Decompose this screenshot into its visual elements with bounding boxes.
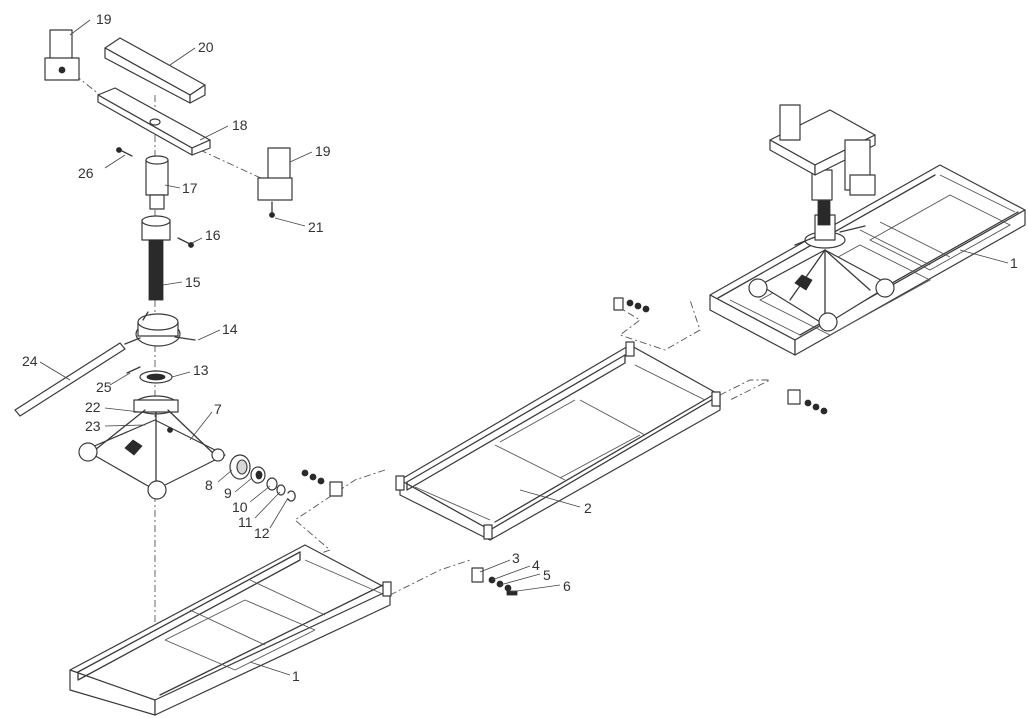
hardware-mid-left-connection (301, 469, 343, 497)
bushing-9 (250, 466, 266, 484)
leader-lines (39, 19, 1009, 676)
label-part-14: 14 (222, 321, 238, 337)
label-part-2: 2 (584, 500, 592, 516)
label-part-22: 22 (85, 399, 101, 415)
hardware-right-connection (787, 389, 828, 415)
washer-10 (266, 477, 278, 491)
label-part-3: 3 (512, 550, 520, 566)
label-part-8: 8 (205, 477, 213, 493)
label-part-17: 17 (182, 180, 198, 196)
label-part-10: 10 (232, 499, 248, 515)
post-17 (145, 155, 169, 210)
bar-20 (104, 37, 206, 104)
label-part-24: 24 (22, 353, 38, 369)
label-part-19-right: 19 (315, 143, 331, 159)
label-part-6: 6 (563, 578, 571, 594)
handle-bar-24 (14, 342, 126, 417)
part-labels: 19 20 18 19 26 17 21 16 15 14 24 25 13 2… (22, 11, 1018, 684)
tripod-base-7 (78, 395, 226, 500)
label-part-1-bottom: 1 (292, 668, 300, 684)
label-part-20: 20 (198, 39, 214, 55)
threaded-screw-15 (141, 215, 171, 301)
pin-16 (177, 237, 194, 248)
bracket-19-right (257, 147, 293, 201)
label-part-13: 13 (193, 362, 209, 378)
pin-25 (126, 366, 141, 374)
label-part-26: 26 (78, 165, 94, 181)
label-part-23: 23 (85, 418, 101, 434)
bracket-19-left (44, 29, 80, 81)
clip-12 (287, 490, 296, 502)
frame-rail-bottom-left (69, 544, 392, 716)
label-part-11: 11 (238, 514, 253, 530)
label-part-21: 21 (308, 219, 324, 235)
label-part-5: 5 (543, 567, 551, 583)
tray-18 (97, 87, 211, 156)
label-part-18: 18 (232, 117, 248, 133)
label-part-7: 7 (214, 401, 222, 417)
wheel-8 (229, 454, 251, 480)
screw-21 (269, 201, 275, 218)
label-part-12: 12 (254, 525, 270, 541)
frame-rail-middle (395, 341, 721, 541)
hardware-mid-bottom-connection (471, 567, 518, 596)
label-part-4: 4 (532, 557, 540, 573)
label-part-15: 15 (185, 274, 201, 290)
label-part-19-top-left: 19 (96, 11, 112, 27)
label-part-9: 9 (224, 485, 232, 501)
assembled-stand-right (748, 104, 895, 332)
label-part-1-right: 1 (1010, 255, 1018, 271)
hardware-upper-connection (613, 297, 650, 313)
handle-hub-14 (124, 311, 196, 347)
label-part-25: 25 (96, 379, 112, 395)
bearing-13 (139, 370, 173, 384)
screw-26 (116, 147, 133, 157)
label-part-16: 16 (205, 227, 221, 243)
